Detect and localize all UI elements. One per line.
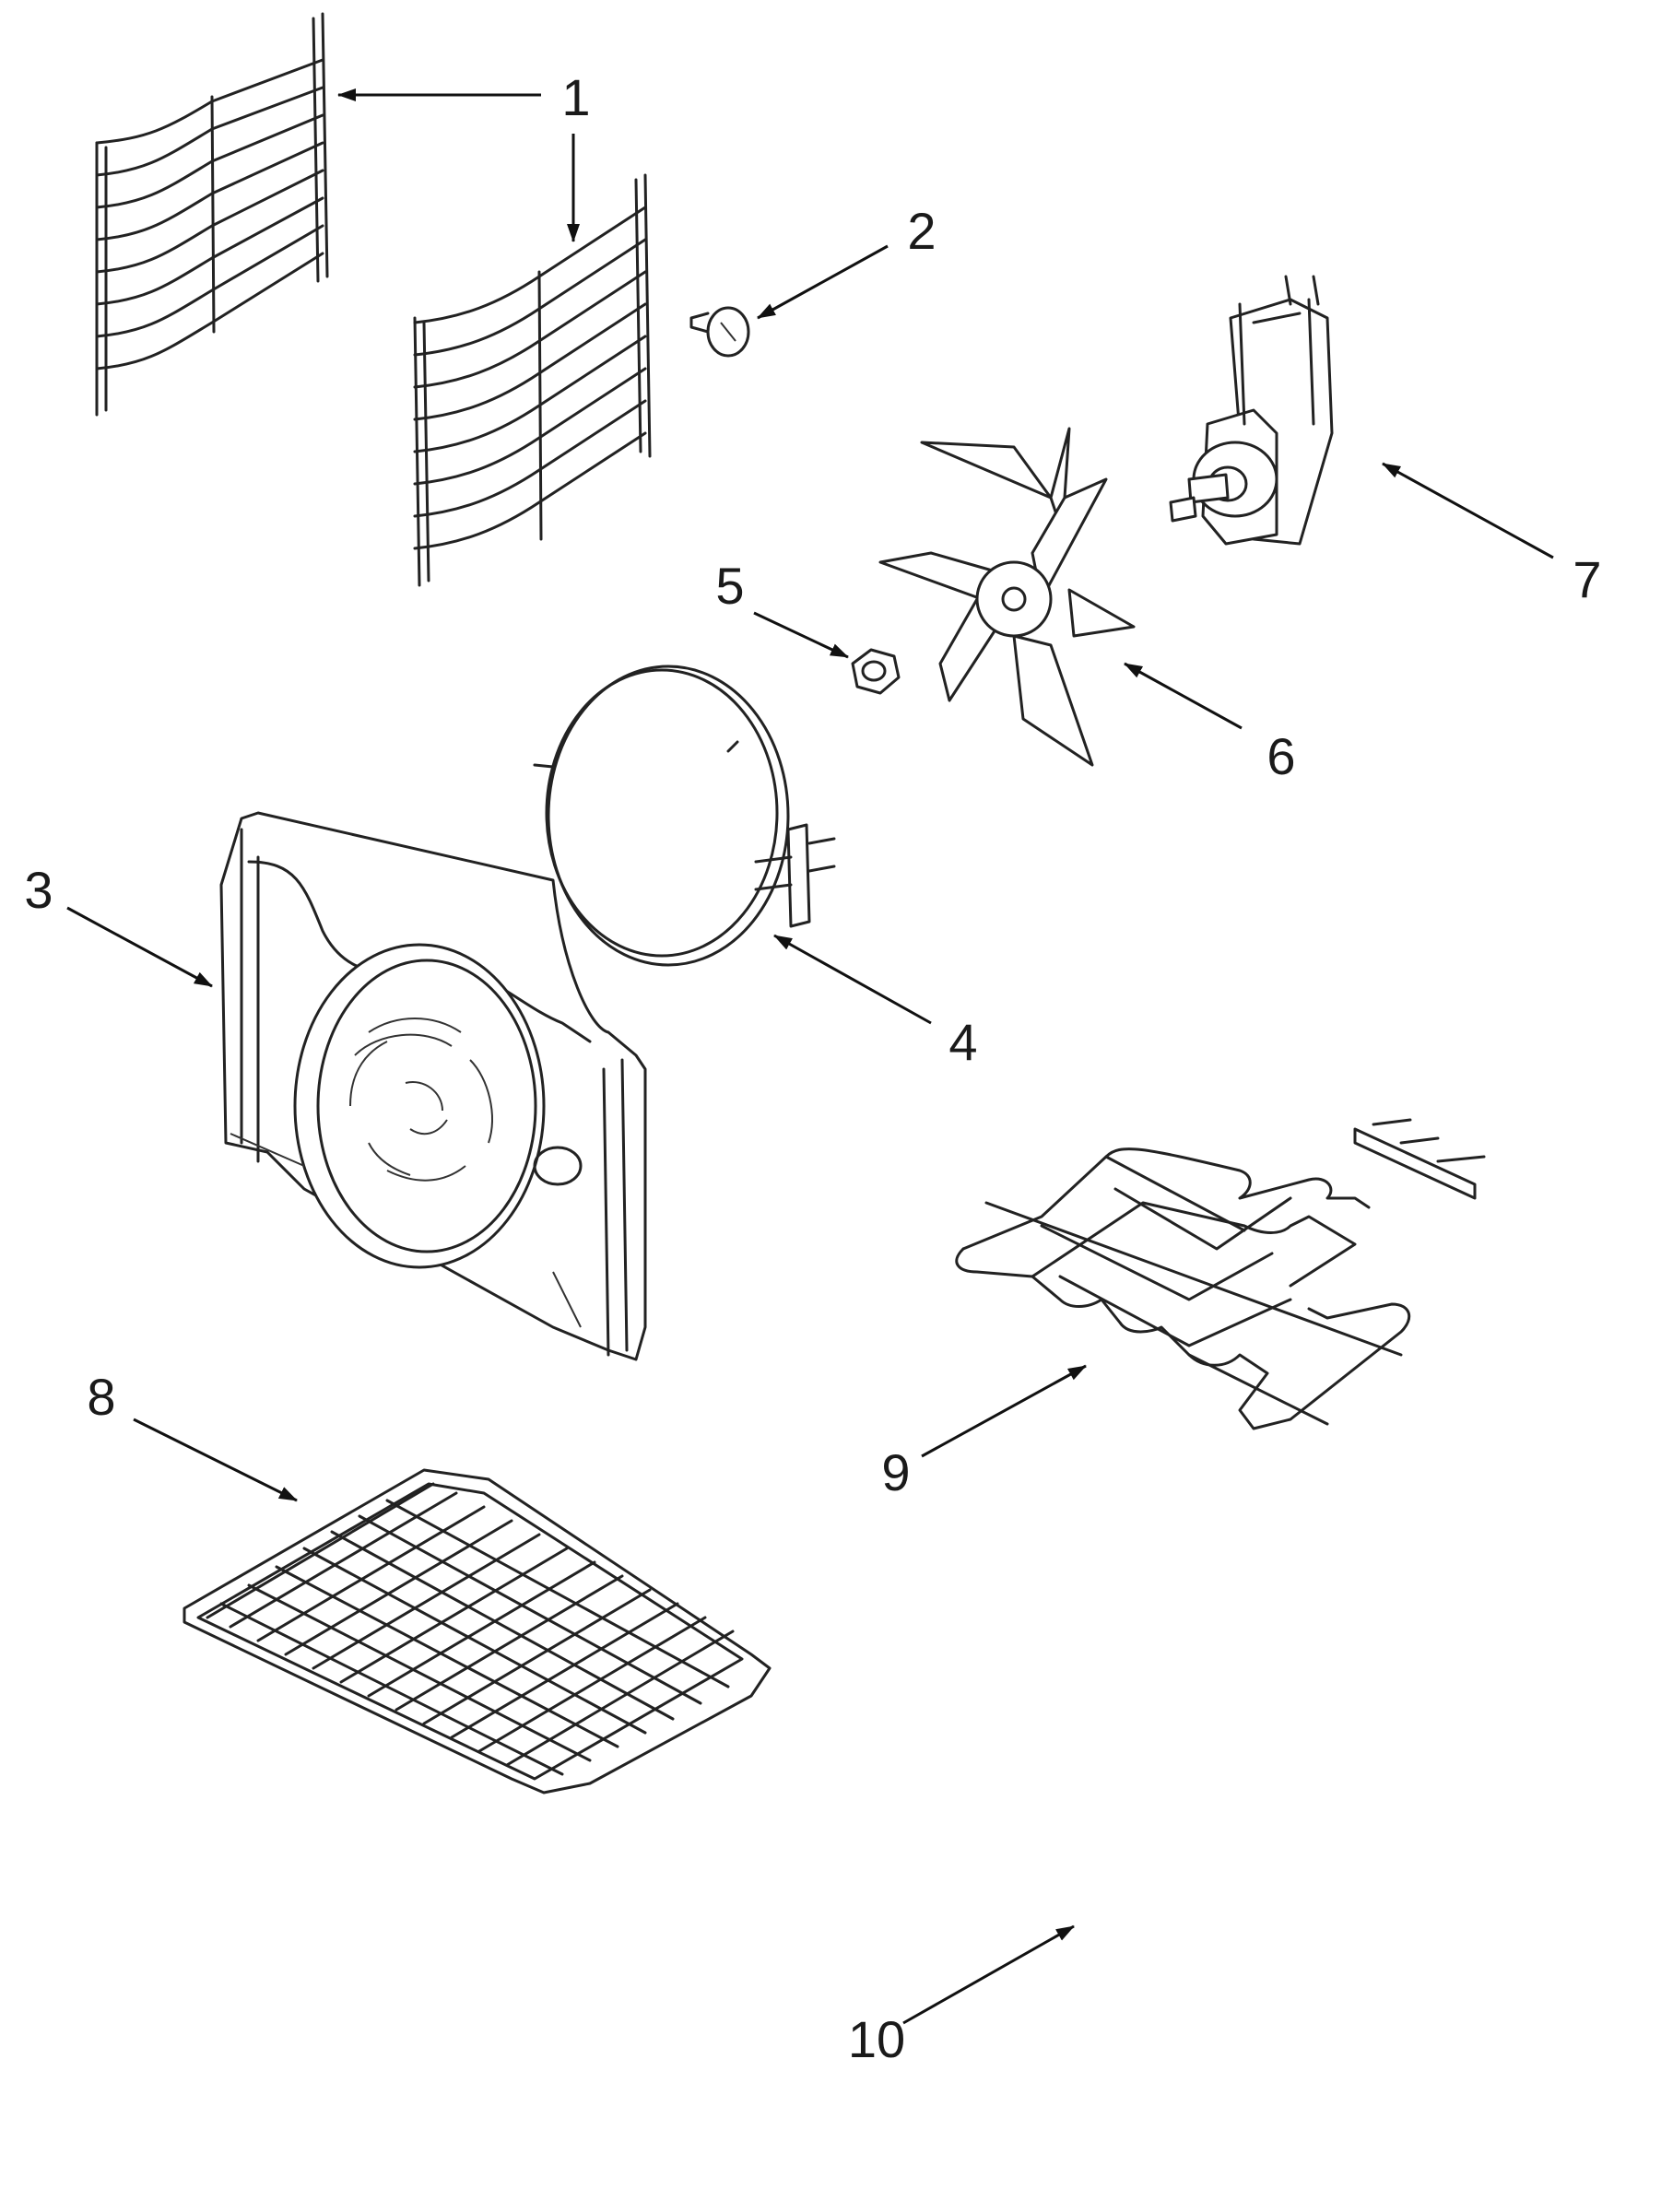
nut-drawing [851, 648, 901, 695]
leader-line-10 [902, 1924, 1075, 2025]
callout-7: 7 [1573, 550, 1601, 608]
leader-lines [66, 88, 1554, 2025]
leader-line-6 [1124, 662, 1243, 730]
leader-line-5 [753, 611, 849, 659]
leader-line-8 [133, 1418, 298, 1502]
callout-2: 2 [907, 202, 936, 260]
fan-motor-drawing [1169, 275, 1334, 546]
fan-cover-drawing [219, 811, 647, 1361]
leader-line-7 [1382, 462, 1554, 559]
leader-line-4 [773, 934, 932, 1025]
callout-3: 3 [24, 861, 53, 919]
rack-guide-left-drawing [95, 12, 329, 417]
callout-4: 4 [948, 1013, 977, 1071]
leader-line-2 [757, 244, 889, 320]
callout-6: 6 [1266, 727, 1295, 785]
rack-guide-right-drawing [413, 173, 652, 587]
broil-element-drawing [955, 1118, 1486, 1430]
callout-1: 1 [561, 68, 590, 126]
callout-labels: 1 2 3 4 5 6 7 8 9 10 [24, 68, 1601, 2068]
leader-line-3 [66, 906, 213, 988]
leader-line-9 [921, 1364, 1087, 1458]
fan-blade-drawing [878, 427, 1136, 767]
convection-element-drawing [533, 665, 836, 967]
screw-drawing [689, 306, 750, 358]
callout-5: 5 [715, 557, 744, 615]
oven-rack-drawing [183, 1468, 772, 1794]
callout-10: 10 [848, 2010, 905, 2068]
callout-8: 8 [87, 1368, 115, 1426]
callout-9: 9 [881, 1443, 910, 1501]
